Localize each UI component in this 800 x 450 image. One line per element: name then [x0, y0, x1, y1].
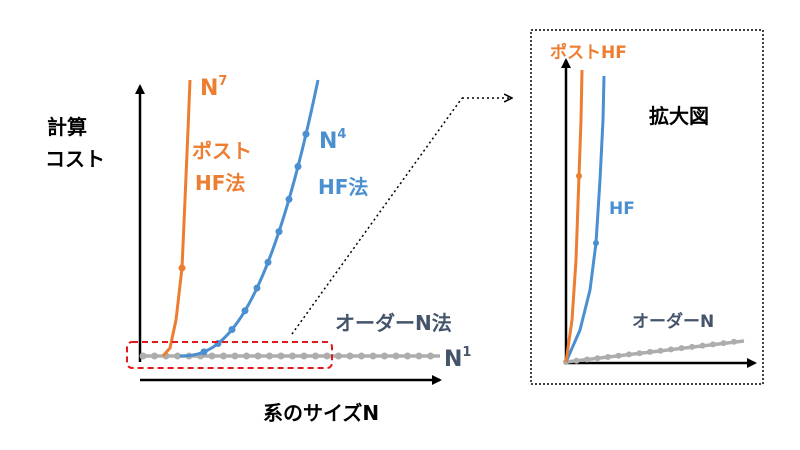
zoom-post-hf-markers [576, 173, 582, 179]
zoom-order-n-marker [699, 342, 706, 349]
hf-marker [253, 284, 261, 292]
post-hf-name-line2: HF法 [195, 171, 245, 195]
zoom-order-n-marker [678, 345, 685, 352]
order-n-marker [392, 352, 400, 360]
order-n-marker [300, 352, 308, 360]
main-hf-curve [180, 79, 320, 358]
hf-marker [228, 326, 236, 333]
main-post-hf-markers [178, 264, 186, 272]
order-n-marker [254, 352, 262, 360]
post-hf-marker [178, 264, 186, 272]
order-n-marker [208, 352, 216, 360]
order-n-marker [243, 352, 250, 360]
order-n-marker [415, 352, 423, 360]
zoom-post-hf-label: ポストHF [550, 42, 627, 63]
order-n-marker [404, 352, 411, 360]
order-n-marker [266, 352, 273, 360]
zoom-order-n-marker [615, 352, 622, 359]
order-n-marker [427, 352, 434, 360]
order-n-name: オーダーN法 [335, 311, 452, 335]
zoom-hf-marker [593, 240, 599, 246]
y-axis-label-line2: コスト [45, 147, 105, 171]
order-n-marker [358, 352, 365, 360]
hf-name: HF法 [318, 175, 368, 199]
zoom-order-n-marker [668, 346, 674, 353]
hf-marker [241, 307, 249, 315]
order-n-marker [151, 352, 158, 360]
zoom-order-n-marker [731, 338, 737, 345]
order-n-marker [346, 352, 354, 360]
zoom-hf-label: HF [609, 199, 635, 219]
order-n-marker [220, 352, 227, 360]
main-order-n-markers [139, 352, 434, 360]
order-n-marker [139, 352, 147, 360]
post-hf-order-exp: 7 [218, 74, 227, 89]
hf-marker [275, 228, 283, 236]
order-n-order-label: N1 [444, 345, 471, 372]
hf-marker [264, 258, 272, 266]
zoom-box: ポストHF 拡大図 HF オーダーN [530, 29, 764, 385]
hf-order-label: N4 [319, 127, 346, 154]
zoom-region-highlight [126, 341, 333, 369]
order-n-marker [369, 352, 377, 360]
zoom-hf-markers [593, 240, 599, 246]
zoom-order-n-marker [573, 357, 580, 364]
zoom-order-n-marker [584, 356, 590, 363]
order-n-marker [323, 352, 331, 360]
zoom-order-n-label: オーダーN [632, 311, 714, 332]
zoom-post-hf-curve [564, 69, 584, 363]
order-n-order-exp: 1 [462, 345, 471, 360]
order-n-marker [174, 352, 181, 360]
zoom-post-hf-marker [576, 173, 582, 179]
post-hf-name-line1: ポスト [192, 139, 252, 163]
order-n-marker [381, 352, 388, 360]
post-hf-order-label: N7 [200, 74, 227, 101]
zoom-box-frame [530, 29, 764, 385]
order-n-marker [289, 352, 296, 360]
hf-marker [294, 163, 302, 170]
zoom-order-n-marker [636, 350, 643, 357]
hf-marker [302, 130, 310, 138]
zoom-order-n-marker [647, 348, 653, 355]
zoom-order-n-marker [720, 340, 727, 347]
hf-marker [200, 348, 208, 356]
hf-order-exp: 4 [337, 127, 346, 142]
zoom-order-n-marker [657, 347, 664, 354]
hf-order-base: N [319, 129, 337, 154]
zoom-order-n-markers [563, 338, 737, 365]
zoom-order-n-marker [594, 355, 601, 362]
zoom-order-n-marker [689, 343, 695, 350]
main-post-hf-curve [161, 79, 192, 357]
post-hf-order-base: N [200, 76, 218, 101]
order-n-marker [335, 352, 342, 360]
zoom-order-n-marker [626, 351, 632, 358]
hf-marker [285, 195, 293, 203]
order-n-marker [312, 352, 319, 360]
zoom-title: 拡大図 [649, 104, 709, 128]
order-n-marker [231, 352, 239, 360]
main-hf-markers [200, 130, 310, 356]
order-n-order-base: N [444, 347, 462, 372]
zoom-order-n-marker [710, 341, 716, 348]
order-n-marker [277, 352, 285, 360]
main-chart: 計算 コスト 系のサイズN N7 ポスト HF法 N4 HF法 オーダーN法 N… [45, 74, 471, 425]
x-axis-label: 系のサイズN [263, 401, 379, 425]
y-axis-label-line1: 計算 [47, 115, 87, 139]
zoom-order-n-marker [605, 354, 611, 360]
zoom-pointer-diagonal [291, 97, 463, 335]
